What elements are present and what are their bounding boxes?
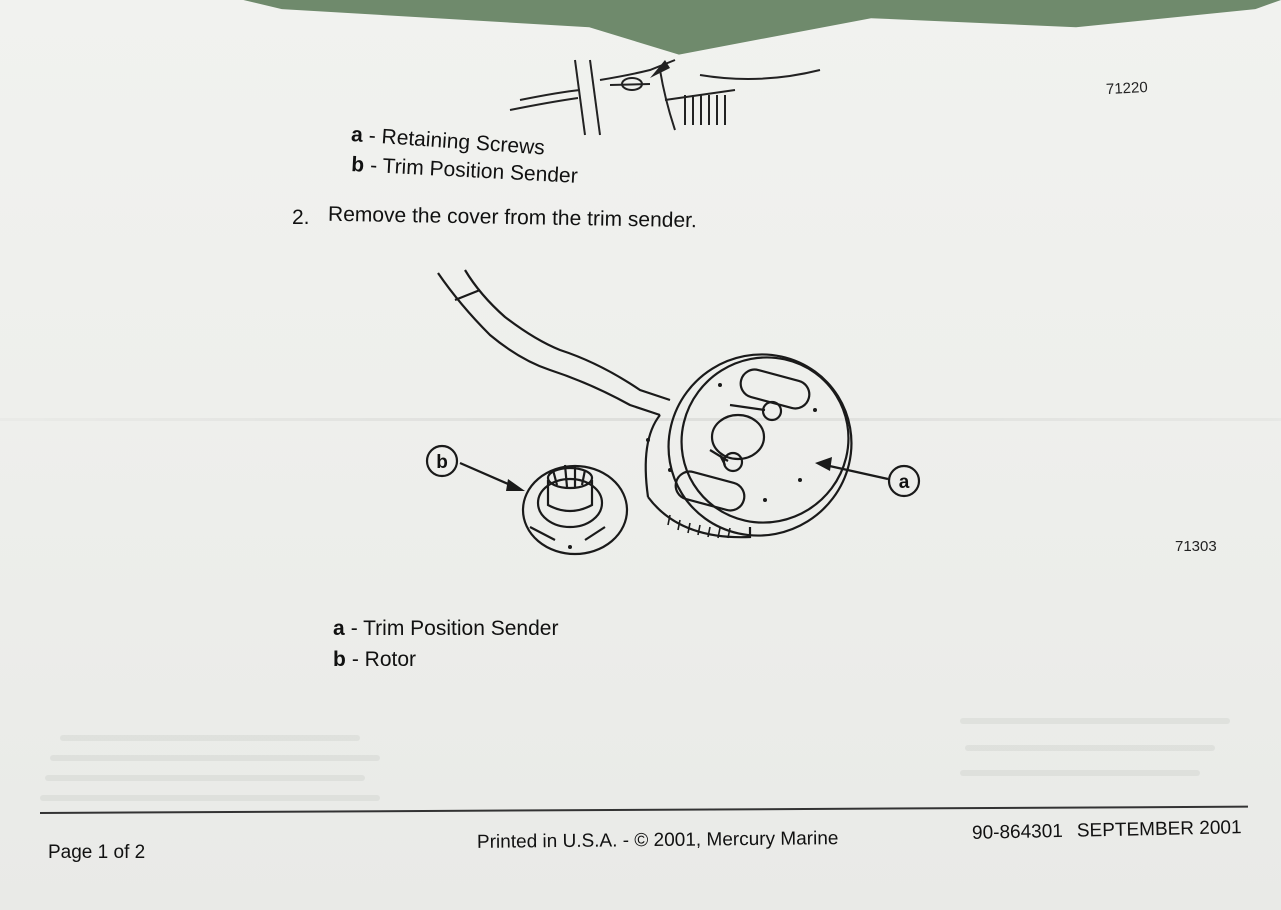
legend-key: b <box>333 648 346 671</box>
step-number: 2. <box>292 206 310 229</box>
bleed-through-text <box>960 770 1200 776</box>
legend-key: a <box>333 617 345 640</box>
bleed-through-text <box>50 755 380 761</box>
figure-number-top: 71220 <box>1105 78 1149 99</box>
document-number: 90-864301 <box>971 820 1064 844</box>
legend-key: b <box>350 153 365 177</box>
legend-text: - Rotor <box>351 648 417 671</box>
legend-text: - Trim Position Sender <box>350 617 559 640</box>
document-date: SEPTEMBER 2001 <box>1076 817 1242 842</box>
figure-number-main: 71303 <box>1175 538 1217 555</box>
bleed-through-text <box>40 795 380 801</box>
callout-label-b: b <box>436 452 448 473</box>
step-text: Remove the cover from the trim sender. <box>327 202 697 233</box>
paper-crease <box>0 418 1281 421</box>
legend-key: a <box>350 123 364 147</box>
legend-item-a-main: a- Trim Position Sender <box>333 617 558 641</box>
callout-label-a: a <box>899 472 910 493</box>
bleed-through-text <box>960 718 1230 724</box>
retaining-screws-illustration <box>509 59 821 136</box>
trim-sender-illustration: b a <box>425 269 921 556</box>
printed-notice: Printed in U.S.A. - © 2001, Mercury Mari… <box>476 828 839 853</box>
bleed-through-text <box>60 735 360 741</box>
legend-item-b-main: b- Rotor <box>333 648 416 672</box>
page-number: Page 1 of 2 <box>48 842 146 863</box>
bleed-through-text <box>965 745 1215 751</box>
step-instruction: 2. Remove the cover from the trim sender. <box>292 202 697 233</box>
bleed-through-text <box>45 775 365 781</box>
